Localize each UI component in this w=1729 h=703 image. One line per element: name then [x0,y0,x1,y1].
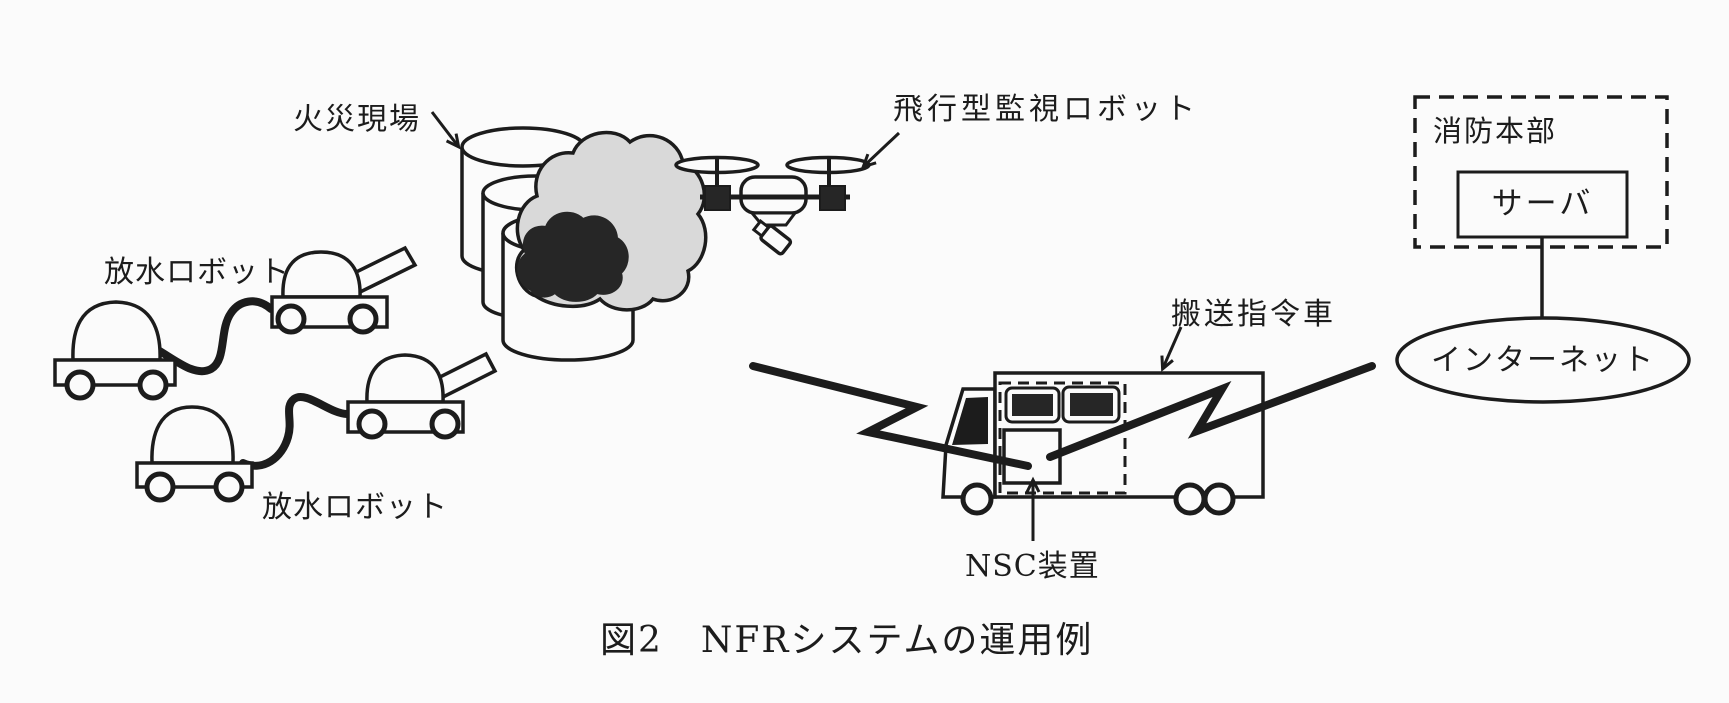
radio-link-zigzag-left [749,362,1032,470]
flying-robot-label: 飛行型監視ロボット [893,92,1199,127]
console-screens [1004,385,1121,424]
hose-line-lower [239,393,351,470]
fire-hq-label: 消防本部 [1433,114,1558,148]
vehicle-arrow [1160,326,1183,372]
water-robot-label-top: 放水ロボット [104,255,290,290]
label-arrows [430,111,1183,541]
fire-scene-label: 火災現場 [293,102,421,137]
command-vehicle-label: 搬送指令車 [1171,297,1336,332]
figure-caption: 図2 NFRシステムの運用例 [600,620,1094,661]
nsc-device-label: NSC装置 [965,549,1100,584]
flying-robot-arrow [860,131,901,169]
command-vehicle-icon [941,371,1265,516]
water-robot-icon-1 [53,300,177,401]
hose-line-upper [154,297,275,376]
internet-label: インターネット [1431,343,1655,378]
server-label: サーバ [1491,186,1594,222]
water-robot-label-bottom: 放水ロボット [262,490,448,525]
water-robot-icon-4 [346,351,498,440]
dark-smoke-icon [517,211,629,302]
flying-robot-icon [674,155,871,256]
internet-ellipse [1395,316,1691,404]
smoke-cloud-icon [514,130,708,312]
radio-link-zigzag-right [1046,362,1376,461]
water-robot-icon-2 [270,245,418,335]
fire-scene-arrow [430,111,461,150]
cab-window [952,397,988,445]
water-robot-icon-3 [135,405,254,503]
drone-camera-icon [751,219,793,256]
